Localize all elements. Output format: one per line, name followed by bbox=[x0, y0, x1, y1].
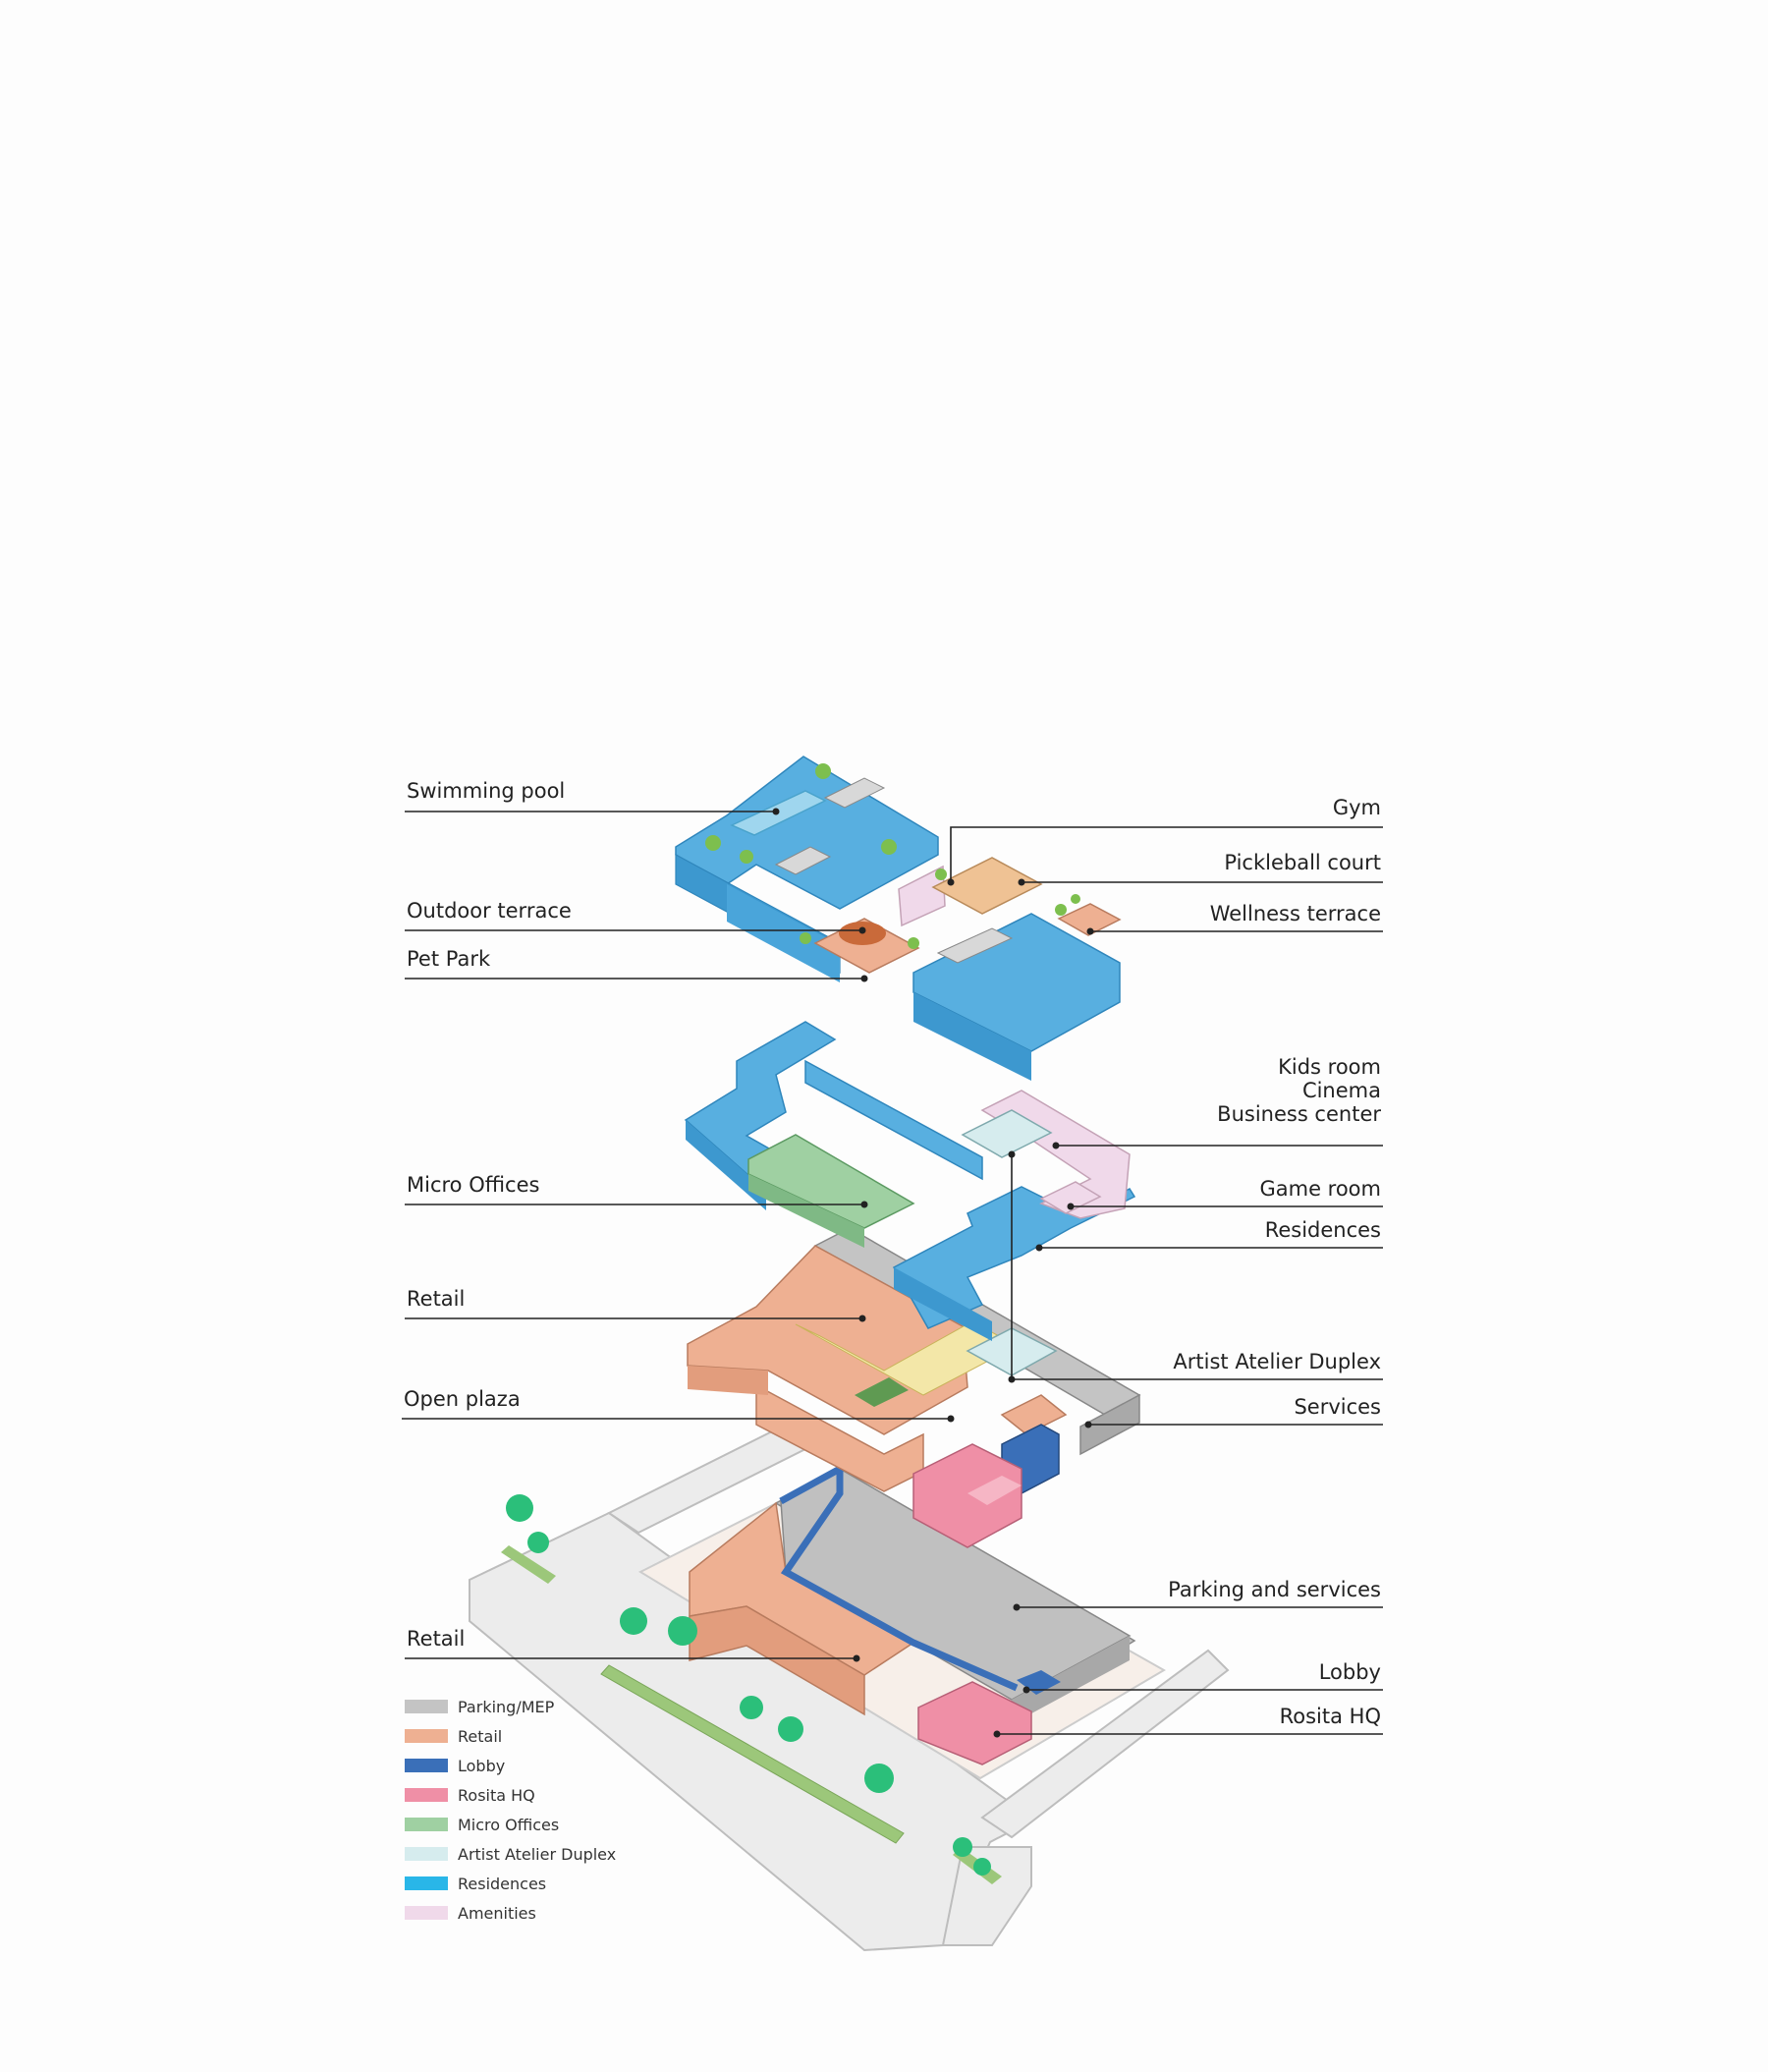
residences-arm-left-side bbox=[686, 1120, 766, 1210]
rosita-hq-upper-inner bbox=[967, 1476, 1022, 1505]
leader-dots bbox=[772, 808, 1094, 1738]
legend-swatch bbox=[405, 1700, 448, 1713]
legend-label: Residences bbox=[458, 1874, 547, 1893]
ground-floor bbox=[689, 1463, 1136, 1765]
label-game-room: Game room bbox=[1259, 1177, 1381, 1201]
label-residences: Residences bbox=[1264, 1218, 1381, 1242]
palm-8 bbox=[953, 1837, 972, 1857]
legend-swatch bbox=[405, 1906, 448, 1920]
gym-block bbox=[898, 865, 946, 927]
median-planting-2 bbox=[501, 1545, 556, 1584]
palm-2 bbox=[527, 1532, 549, 1553]
legend-swatch bbox=[405, 1759, 448, 1772]
legend-item: Micro Offices bbox=[405, 1810, 616, 1839]
legend-label: Rosita HQ bbox=[458, 1785, 535, 1805]
legend-item: Artist Atelier Duplex bbox=[405, 1839, 616, 1869]
leader-lines bbox=[402, 811, 1383, 1735]
label-gym: Gym bbox=[1332, 796, 1381, 819]
legend: Parking/MEP Retail Lobby Rosita HQ Micro… bbox=[405, 1692, 616, 1928]
retail-ground-front bbox=[689, 1605, 865, 1716]
label-services: Services bbox=[1294, 1395, 1381, 1419]
legend-label: Artist Atelier Duplex bbox=[458, 1844, 617, 1864]
palm-5 bbox=[740, 1696, 763, 1719]
palm-4 bbox=[668, 1616, 697, 1646]
legend-item: Retail bbox=[405, 1721, 616, 1751]
label-pet-park: Pet Park bbox=[407, 947, 491, 971]
legend-label: Lobby bbox=[458, 1756, 506, 1775]
label-pickleball-court: Pickleball court bbox=[1224, 851, 1381, 874]
label-parking-and-services: Parking and services bbox=[1168, 1578, 1381, 1601]
legend-item: Residences bbox=[405, 1869, 616, 1898]
legend-swatch bbox=[405, 1818, 448, 1831]
game-room-block bbox=[1039, 1181, 1102, 1214]
roof-mech-1 bbox=[823, 777, 886, 809]
label-retail-ground: Retail bbox=[407, 1627, 466, 1651]
legend-item: Lobby bbox=[405, 1751, 616, 1780]
legend-label: Amenities bbox=[458, 1903, 536, 1923]
leader-gym bbox=[950, 826, 1383, 882]
label-business-center: Business center bbox=[1217, 1102, 1381, 1126]
rosita-hq-ground bbox=[917, 1681, 1032, 1765]
palm-7 bbox=[864, 1764, 894, 1793]
wellness-terrace bbox=[1057, 903, 1122, 936]
legend-swatch bbox=[405, 1847, 448, 1861]
retail-upper-side bbox=[688, 1366, 768, 1395]
residences-floor bbox=[684, 1021, 1136, 1341]
legend-label: Micro Offices bbox=[458, 1815, 560, 1834]
legend-label: Retail bbox=[458, 1726, 503, 1746]
residences-right-side bbox=[894, 1267, 992, 1341]
top-floors bbox=[675, 756, 1122, 1081]
label-cinema: Cinema bbox=[1301, 1079, 1381, 1102]
label-kids-room: Kids room bbox=[1278, 1055, 1381, 1079]
roof-mech-3 bbox=[936, 927, 1014, 964]
median-planting-1 bbox=[600, 1664, 905, 1844]
residences-bridge bbox=[804, 1059, 983, 1181]
palm-trees bbox=[506, 1494, 991, 1876]
label-open-plaza: Open plaza bbox=[404, 1387, 521, 1411]
top-left-stack-2 bbox=[727, 884, 840, 982]
label-outdoor-terrace: Outdoor terrace bbox=[407, 899, 572, 923]
lobby-ground bbox=[1017, 1670, 1061, 1695]
street-cross-bottom bbox=[980, 1649, 1230, 1839]
label-wellness-terrace: Wellness terrace bbox=[1209, 902, 1381, 925]
retail-corner bbox=[1000, 1394, 1068, 1435]
legend-label: Parking/MEP bbox=[458, 1697, 555, 1716]
artist-atelier-upper bbox=[961, 1109, 1053, 1158]
pickleball-court bbox=[931, 857, 1043, 915]
roof-greenery bbox=[705, 763, 1080, 949]
legend-swatch bbox=[405, 1876, 448, 1890]
label-micro-offices: Micro Offices bbox=[407, 1173, 540, 1197]
legend-item: Amenities bbox=[405, 1898, 616, 1928]
palm-9 bbox=[973, 1858, 991, 1876]
street-end bbox=[941, 1846, 1032, 1946]
legend-item: Parking/MEP bbox=[405, 1692, 616, 1721]
micro-offices-side bbox=[748, 1174, 864, 1248]
lobby-band bbox=[779, 1463, 1019, 1692]
residences-right-block bbox=[892, 1186, 1136, 1329]
label-artist-atelier-duplex: Artist Atelier Duplex bbox=[1173, 1350, 1381, 1373]
plaza-green-patch bbox=[855, 1377, 909, 1407]
rosita-hq-upper bbox=[912, 1443, 1022, 1548]
palm-3 bbox=[620, 1607, 647, 1635]
legend-item: Rosita HQ bbox=[405, 1780, 616, 1810]
parking-side-right bbox=[1012, 1636, 1130, 1724]
legend-swatch bbox=[405, 1788, 448, 1802]
palm-6 bbox=[778, 1716, 803, 1742]
roof-mech-2 bbox=[774, 846, 832, 875]
palm-1 bbox=[506, 1494, 533, 1522]
legend-swatch bbox=[405, 1729, 448, 1743]
label-swimming-pool: Swimming pool bbox=[407, 779, 566, 803]
label-rosita-hq: Rosita HQ bbox=[1279, 1705, 1381, 1728]
label-retail-upper: Retail bbox=[407, 1287, 466, 1311]
label-lobby: Lobby bbox=[1318, 1660, 1381, 1684]
top-right-side bbox=[913, 992, 1031, 1081]
